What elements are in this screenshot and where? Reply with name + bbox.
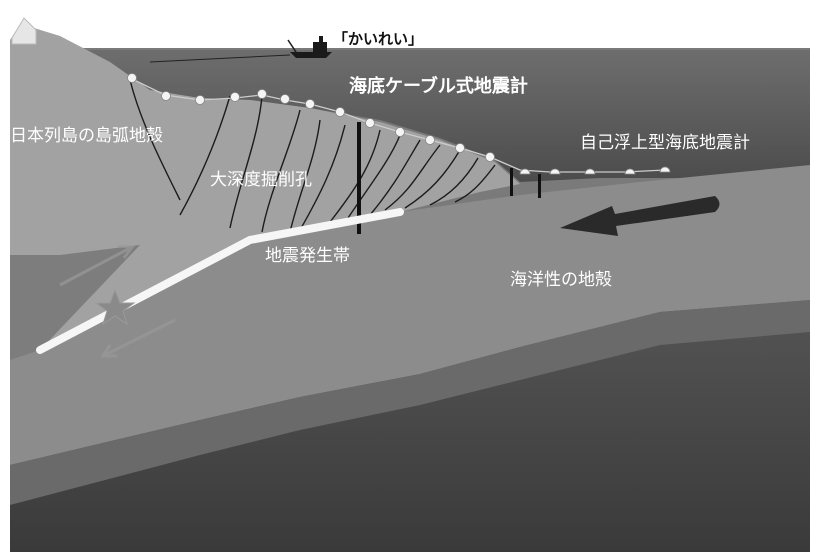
arc-lower-shadow — [10, 245, 140, 360]
research-ship-icon — [149, 36, 332, 63]
borehole-small-2 — [538, 174, 541, 198]
mantle — [10, 300, 810, 552]
earthquake-star-icon — [94, 288, 136, 326]
ship-label: 「かいれい」 — [333, 30, 424, 48]
oceanic-crust-label: 海洋性の地殻 — [510, 270, 612, 290]
seismogenic-zone-label: 地震発生帯 — [265, 246, 350, 266]
cable-seismometer-label: 海底ケーブル式地震計 — [349, 76, 528, 97]
plate-motion-arrow-icon — [560, 196, 720, 236]
cable-seismometers — [127, 73, 495, 162]
house-icon — [11, 17, 37, 45]
arc-crust-label: 日本列島の島弧地殻 — [10, 126, 163, 146]
borehole-small-1 — [510, 168, 513, 196]
slab-lower-band — [10, 300, 810, 505]
slip-arrows — [59, 244, 176, 358]
deep-borehole-main — [357, 122, 361, 234]
obs-label: 自己浮上型海底地震計 — [580, 133, 750, 153]
deep-borehole-label: 大深度掘削孔 — [210, 170, 312, 190]
oceanic-crust — [10, 165, 810, 465]
obs-markers — [519, 166, 671, 175]
sea — [10, 48, 810, 182]
splay-faults — [129, 79, 496, 233]
